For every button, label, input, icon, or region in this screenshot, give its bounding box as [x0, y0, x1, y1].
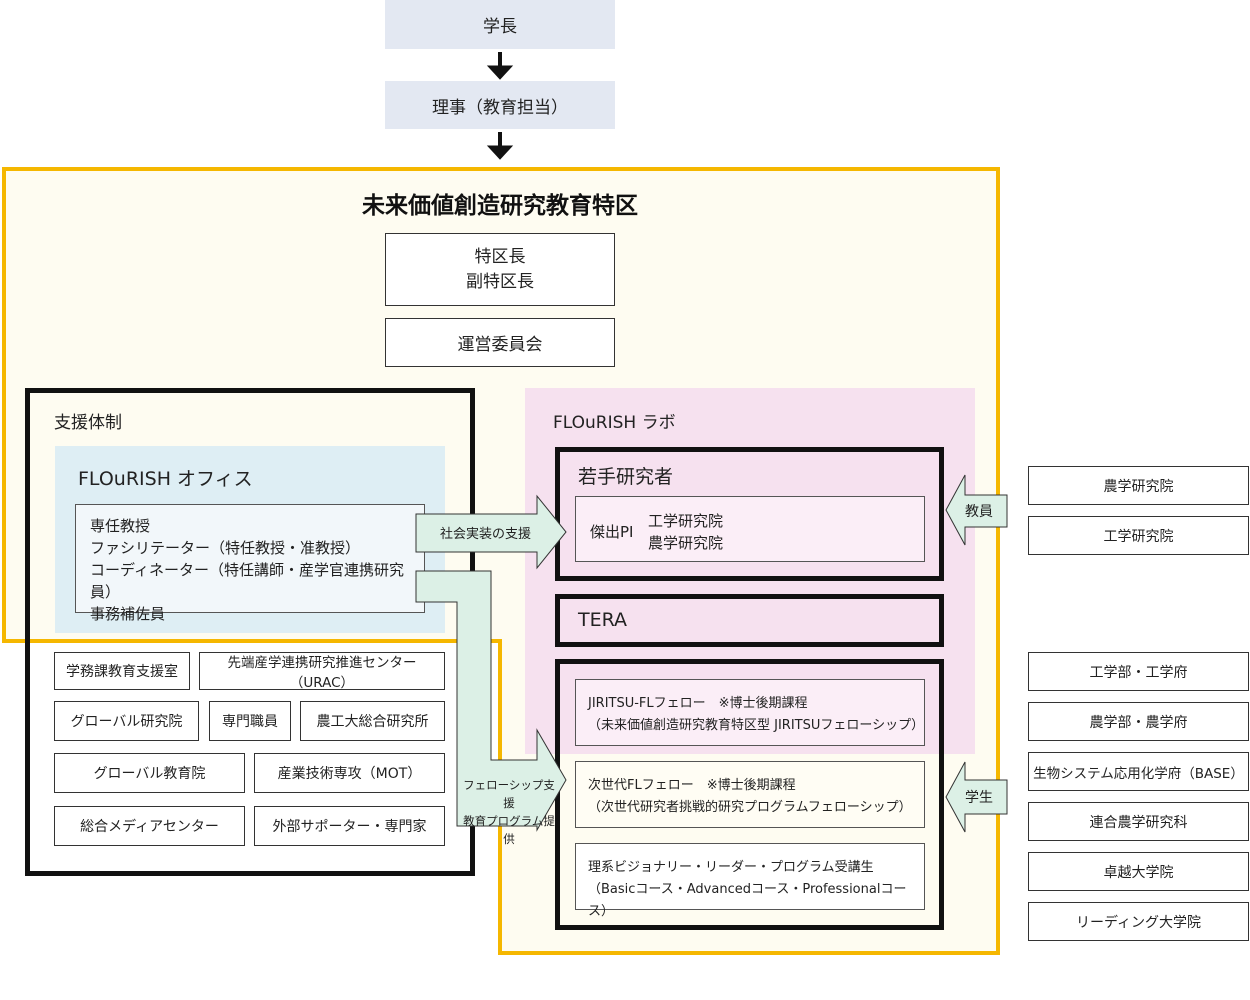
unit-label: 農工大総合研究所: [316, 714, 429, 730]
unit-label: 産業技術専攻（MOT）: [277, 766, 422, 782]
unit-label: グローバル研究院: [70, 714, 183, 730]
student-source-box: 農学部・農学府: [1028, 702, 1249, 741]
committee-label: 運営委員会: [457, 335, 543, 355]
program-box: JIRITSU-FLフェロー ※博士後期課程 （未来価値創造研究教育特区型 JI…: [575, 679, 925, 746]
unit-box: 学務課教育支援室: [54, 652, 190, 690]
program-name: JIRITSU-FLフェロー ※博士後期課程: [588, 696, 808, 711]
pi-label: 傑出PI: [590, 523, 634, 541]
student-source-label: 連合農学研究科: [1089, 814, 1188, 831]
president-box: 学長: [385, 0, 615, 49]
faculty-source-box: 工学研究院: [1028, 516, 1249, 555]
unit-box: 総合メディアセンター: [54, 806, 245, 846]
president-label: 学長: [483, 17, 517, 37]
student-arrow-label: 学生: [965, 790, 993, 806]
young-researcher-title: 若手研究者: [578, 466, 674, 488]
tera-frame: [555, 594, 944, 647]
faculty-arrow: [945, 474, 1008, 546]
unit-box: グローバル研究院: [54, 701, 199, 741]
tera-title: TERA: [578, 609, 628, 631]
staff-item: コーディネーター（特任講師・産学官連携研究員）: [90, 561, 404, 601]
unit-label: グローバル教育院: [93, 766, 206, 782]
fellowship-arrow: [415, 570, 567, 832]
staff-item: 事務補佐員: [90, 605, 166, 623]
program-name: 次世代FLフェロー ※博士後期課程: [588, 778, 796, 793]
program-box: 理系ビジョナリー・リーダー・プログラム受講生 （Basicコース・Advance…: [575, 843, 925, 919]
student-source-box: 連合農学研究科: [1028, 802, 1249, 841]
fellowship-line: フェローシップ支援: [463, 778, 555, 810]
zone-head-box: 特区長 副特区長: [385, 233, 615, 306]
faculty-arrow-label: 教員: [965, 504, 993, 520]
staff-item: 専任教授: [90, 517, 151, 535]
student-source-label: 生物システム応用化学府（BASE）: [1033, 765, 1244, 782]
arrow-down-2: [486, 145, 514, 160]
student-source-label: リーディング大学院: [1075, 914, 1202, 931]
director-label: 理事（教育担当）: [432, 97, 568, 118]
program-name: 理系ビジョナリー・リーダー・プログラム受講生: [588, 860, 874, 875]
fellowship-arrow-label: フェローシップ支援 教育プログラム提供: [459, 776, 559, 848]
staff-item: ファシリテーター（特任教授・准教授）: [90, 539, 361, 557]
pi-school: 農学研究院: [648, 534, 724, 552]
student-arrow: [945, 761, 1008, 833]
unit-box: 産業技術専攻（MOT）: [254, 753, 445, 793]
zone-outline: [2, 167, 1000, 955]
program-desc: （Basicコース・Advancedコース・Professionalコース）: [588, 882, 907, 919]
program-box: 次世代FLフェロー ※博士後期課程 （次世代研究者挑戦的研究プログラムフェローシ…: [575, 761, 925, 828]
social-arrow: [415, 494, 567, 570]
unit-label: 先端産学連携研究推進センター（URAC）: [227, 655, 417, 691]
director-box: 理事（教育担当）: [385, 81, 615, 129]
pi-box: 傑出PI 工学研究院 農学研究院: [575, 496, 925, 562]
student-source-box: 工学部・工学府: [1028, 652, 1249, 691]
unit-label: 外部サポーター・専門家: [272, 819, 427, 835]
pi-school: 工学研究院: [648, 512, 724, 530]
unit-label: 専門職員: [222, 714, 278, 730]
office-title: FLOuRISH オフィス: [78, 468, 253, 490]
program-desc: （未来価値創造研究教育特区型 JIRITSUフェローシップ）: [588, 718, 925, 733]
student-source-box: 生物システム応用化学府（BASE）: [1028, 752, 1249, 791]
unit-box: 専門職員: [209, 701, 291, 741]
head-label: 特区長: [474, 246, 526, 267]
office-staff-box: 専任教授 ファシリテーター（特任教授・准教授） コーディネーター（特任講師・産学…: [75, 504, 425, 623]
faculty-source-label: 工学研究院: [1103, 528, 1174, 545]
faculty-source-box: 農学研究院: [1028, 466, 1249, 505]
unit-box: 農工大総合研究所: [300, 701, 445, 741]
vice-head-label: 副特区長: [466, 271, 534, 292]
student-source-label: 卓越大学院: [1103, 864, 1174, 881]
fellowship-line: 教育プログラム提供: [463, 814, 555, 846]
social-arrow-label: 社会実装の支援: [440, 527, 532, 542]
student-source-label: 工学部・工学府: [1089, 664, 1188, 681]
unit-label: 学務課教育支援室: [66, 664, 178, 680]
unit-box: 先端産学連携研究推進センター（URAC）: [199, 652, 445, 691]
lab-title: FLOuRISH ラボ: [553, 413, 676, 433]
student-source-label: 農学部・農学府: [1089, 714, 1188, 731]
student-source-box: リーディング大学院: [1028, 902, 1249, 941]
young-researcher-frame: [555, 447, 944, 581]
support-title: 支援体制: [54, 413, 122, 433]
unit-box: グローバル教育院: [54, 753, 245, 793]
arrow-down-1: [486, 65, 514, 80]
program-desc: （次世代研究者挑戦的研究プログラムフェローシップ）: [588, 800, 912, 815]
committee-box: 運営委員会: [385, 318, 615, 367]
student-source-box: 卓越大学院: [1028, 852, 1249, 891]
zone-title-text: 未来価値創造研究教育特区: [362, 193, 638, 219]
unit-label: 総合メディアセンター: [80, 819, 219, 835]
unit-box: 外部サポーター・専門家: [254, 806, 445, 846]
faculty-source-label: 農学研究院: [1103, 478, 1174, 495]
zone-title: 未来価値創造研究教育特区: [250, 185, 750, 221]
